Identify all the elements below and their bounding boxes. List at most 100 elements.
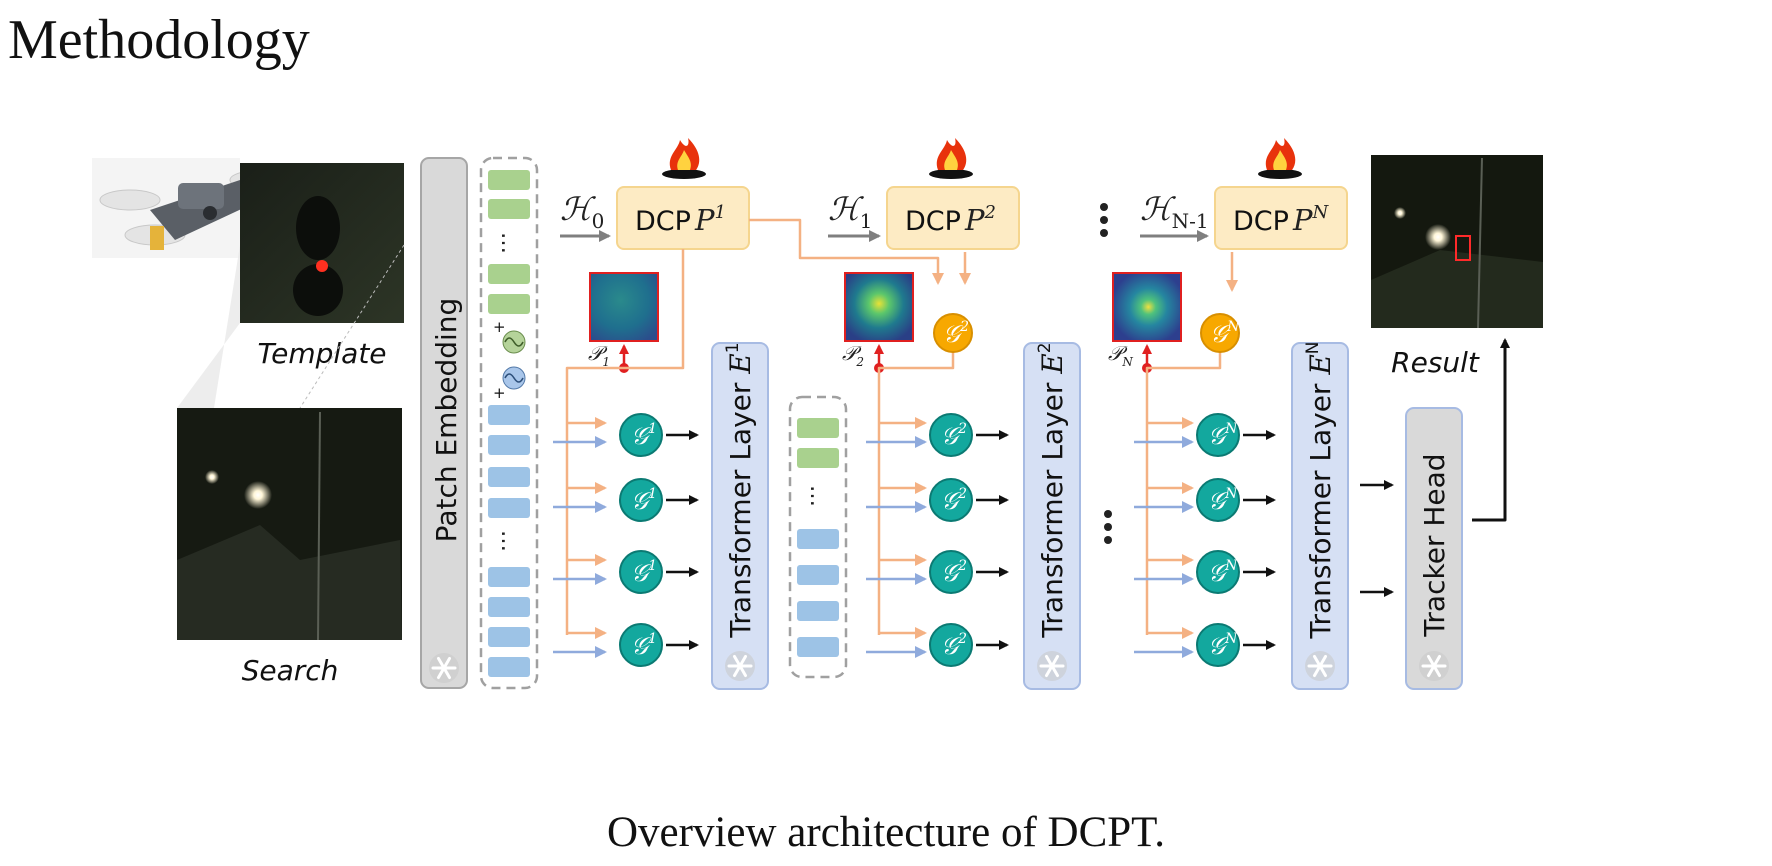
g-node-label: 𝒢1 xyxy=(631,631,657,660)
prompt-label: 𝒫N xyxy=(1108,341,1133,369)
gated-node: 𝒢N xyxy=(1196,550,1240,594)
snowflake-icon xyxy=(429,653,459,683)
ellipsis-dots xyxy=(1100,203,1108,237)
dcp-label: DCP xyxy=(905,206,961,237)
transformer-layer-block: Transformer Layer EN xyxy=(1291,341,1349,690)
transformer-layer-block: Transformer Layer E2 xyxy=(1023,342,1081,690)
template-token xyxy=(797,448,839,468)
dcp-label: DCP xyxy=(635,206,691,237)
prompt-label: 𝒫1 xyxy=(588,341,610,369)
figure-caption: Overview architecture of DCPT. xyxy=(607,809,1165,856)
token-column-border xyxy=(788,395,848,679)
fire-icon xyxy=(1258,138,1302,179)
plus-sign: + xyxy=(493,384,506,402)
hidden-state-label: ℋ1 xyxy=(828,190,872,233)
fire-icon xyxy=(662,138,706,179)
token-ellipsis: … xyxy=(805,485,830,507)
sine-wave-icon xyxy=(502,366,526,390)
search-label: Search xyxy=(242,654,339,687)
transformer-layer-label: Transformer Layer E2 xyxy=(1035,342,1069,638)
hidden-state-label: ℋ0 xyxy=(560,190,604,233)
prompt-feed-line xyxy=(565,249,685,635)
search-token xyxy=(797,565,839,585)
snowflake-icon xyxy=(1305,651,1335,681)
search-image xyxy=(177,408,402,641)
gated-node: 𝒢2 xyxy=(929,478,973,522)
search-token xyxy=(488,405,530,425)
merge-g-node: 𝒢2 xyxy=(933,313,973,353)
search-token xyxy=(488,467,530,487)
transformer-layer-block: Transformer Layer E1 xyxy=(711,342,769,690)
g-node-label: 𝒢2 xyxy=(941,421,967,450)
g-node-label: 𝒢2 xyxy=(941,558,967,587)
snowflake-icon xyxy=(1037,651,1067,681)
template-label: Template xyxy=(257,337,386,370)
search-token xyxy=(488,597,530,617)
prompt-label: 𝒫2 xyxy=(842,341,864,369)
result-image xyxy=(1371,155,1543,329)
result-arrow xyxy=(1472,338,1510,522)
snowflake-icon xyxy=(725,651,755,681)
g-node-label: 𝒢1 xyxy=(631,486,657,515)
g-node-label: 𝒢N xyxy=(1208,558,1238,587)
gated-node: 𝒢2 xyxy=(929,550,973,594)
token-column-input: …… xyxy=(479,156,539,690)
g-node-label: 𝒢N xyxy=(1208,486,1238,515)
fire-icon xyxy=(929,138,973,179)
template-token xyxy=(797,418,839,438)
ellipsis-dots xyxy=(1104,510,1112,544)
search-token xyxy=(488,435,530,455)
g-node-label: 𝒢N xyxy=(1210,319,1240,348)
dcp-symbol: P1 xyxy=(694,202,726,237)
transformer-layer-label: Transformer Layer E1 xyxy=(723,342,757,638)
gated-node: 𝒢2 xyxy=(929,623,973,667)
token-ellipsis: … xyxy=(496,530,521,552)
gated-node: 𝒢1 xyxy=(619,623,663,667)
g-node-label: 𝒢N xyxy=(1208,421,1238,450)
plus-sign: + xyxy=(493,318,506,336)
search-token xyxy=(488,498,530,518)
gated-node: 𝒢N xyxy=(1196,623,1240,667)
template-token xyxy=(488,199,530,219)
prompt-heatmap xyxy=(1112,272,1182,342)
gated-node: 𝒢1 xyxy=(619,413,663,457)
g-node-label: 𝒢1 xyxy=(631,421,657,450)
template-image xyxy=(240,163,404,323)
merge-g-node: 𝒢N xyxy=(1200,313,1240,353)
search-token xyxy=(488,567,530,587)
gated-node: 𝒢2 xyxy=(929,413,973,457)
g-node-label: 𝒢N xyxy=(1208,631,1238,660)
prompt-heatmap xyxy=(844,272,914,342)
g-node-label: 𝒢2 xyxy=(943,319,969,348)
tracker-head-label: Tracker Head xyxy=(1418,453,1451,637)
template-token xyxy=(488,294,530,314)
dcp-label: DCP xyxy=(1233,206,1289,237)
search-token xyxy=(797,637,839,657)
template-token xyxy=(488,264,530,284)
search-token xyxy=(488,657,530,677)
gated-node: 𝒢1 xyxy=(619,550,663,594)
g-node-label: 𝒢1 xyxy=(631,558,657,587)
g-node-label: 𝒢2 xyxy=(941,486,967,515)
dcp-chain-line xyxy=(749,218,944,285)
result-label: Result xyxy=(1391,346,1480,379)
snowflake-icon xyxy=(1419,651,1449,681)
gated-node: 𝒢1 xyxy=(619,478,663,522)
gated-node: 𝒢N xyxy=(1196,478,1240,522)
prompt-heatmap xyxy=(589,272,659,342)
g-node-label: 𝒢2 xyxy=(941,631,967,660)
search-token xyxy=(797,601,839,621)
slide-title: Methodology xyxy=(8,9,310,71)
hidden-state-label: ℋN-1 xyxy=(1140,190,1209,233)
patch-embedding-label: Patch Embedding xyxy=(430,298,463,543)
sine-wave-icon xyxy=(502,330,526,354)
token-ellipsis: … xyxy=(496,232,521,254)
patch-embedding-block: Patch Embedding xyxy=(420,157,468,689)
token-column-intermediate: … xyxy=(788,395,848,679)
